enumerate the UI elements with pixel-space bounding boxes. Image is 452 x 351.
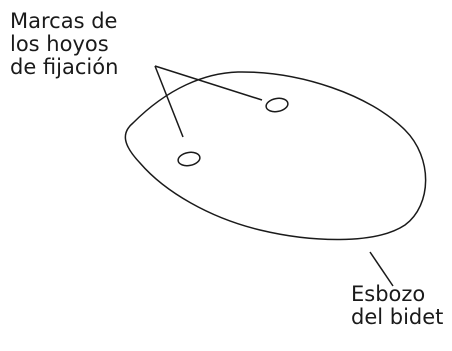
bidet-outline-label: Esbozo del bidet (351, 282, 444, 329)
mounting-hole-mark-lower (177, 151, 201, 167)
mounting-hole-marks-label: Marcas de los hoyos de fijación (10, 9, 119, 79)
mounting-hole-mark-upper (265, 97, 289, 113)
bidet-outline-shape (124, 71, 427, 241)
leader-line-lower-hole (154, 65, 184, 138)
leader-line-outline (369, 251, 394, 287)
leader-line-upper-hole (154, 65, 263, 101)
